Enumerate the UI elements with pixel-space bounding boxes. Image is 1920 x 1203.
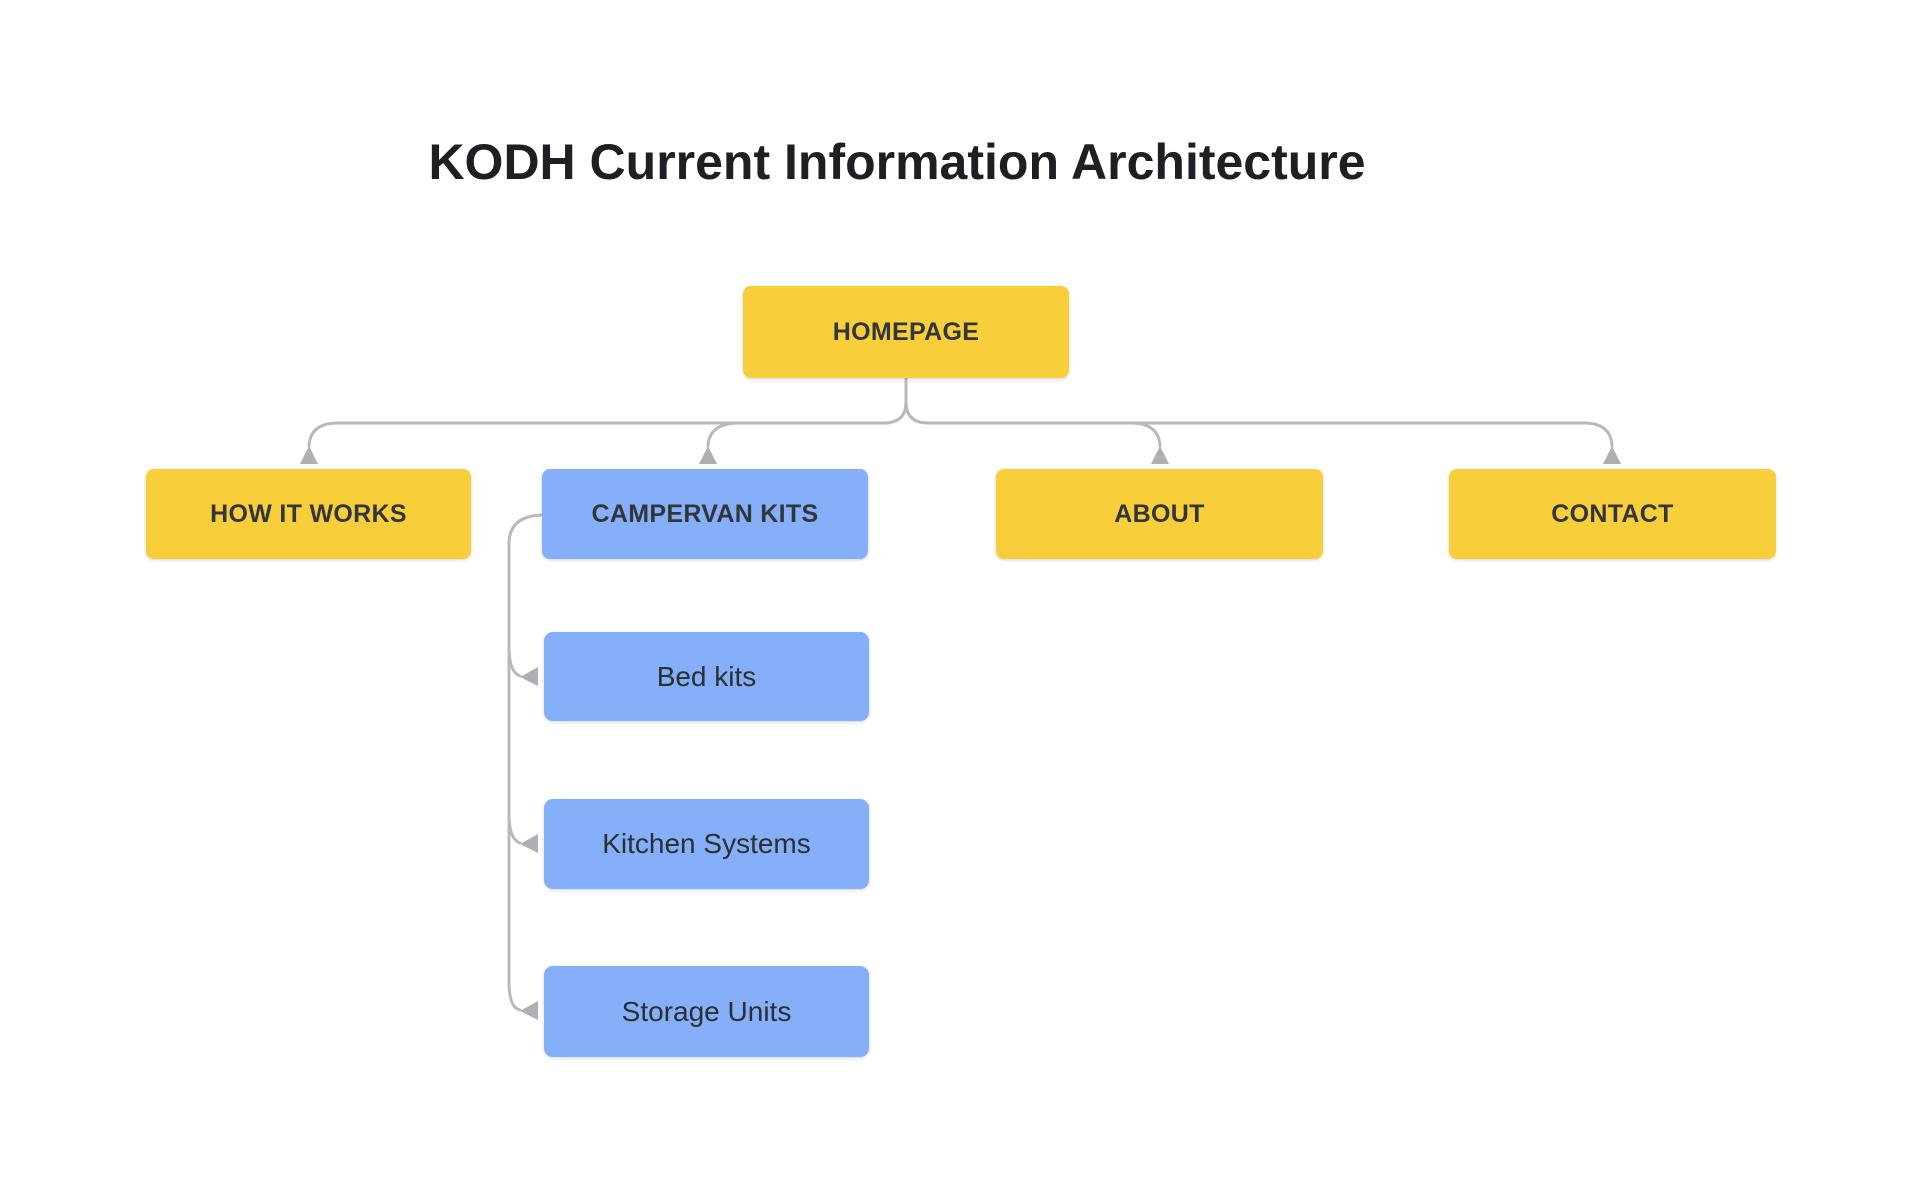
node-contact[interactable]: CONTACT [1449,469,1776,559]
connector-homepage-to-contact [904,376,1614,448]
node-bed-kits-label: Bed kits [656,660,757,692]
node-how-it-works[interactable]: HOW IT WORKS [146,469,471,559]
arrowhead-to-bed-kits [520,667,538,686]
arrowhead-to-contact [1603,446,1621,464]
node-kitchen-systems[interactable]: Kitchen Systems [544,799,869,889]
node-kitchen-systems-label: Kitchen Systems [602,828,811,859]
node-campervan-kits-label: CAMPERVAN KITS [591,499,819,528]
arrowhead-to-how-it-works [300,446,318,464]
connector-homepage-to-how-it-works [307,376,908,448]
node-contact-label: CONTACT [1551,499,1674,528]
connector-homepage-to-campervan-kits [706,421,739,448]
connector-campervan-kits-to-bed-kits [507,645,522,678]
node-about[interactable]: ABOUT [996,469,1323,559]
node-how-it-works-label: HOW IT WORKS [210,499,407,528]
arrowhead-to-kitchen-systems [520,834,538,853]
node-homepage-label: HOMEPAGE [832,317,980,346]
arrowhead-to-campervan-kits [699,446,717,464]
node-campervan-kits[interactable]: CAMPERVAN KITS [542,469,868,559]
connector-campervan-kits-to-kitchen-systems [507,812,522,845]
connector-homepage-to-about [1131,421,1162,448]
node-storage-units[interactable]: Storage Units [544,966,869,1057]
arrowhead-to-storage-units [520,1001,538,1020]
diagram-title: KODH Current Information Architecture [428,134,1366,190]
node-storage-units-label: Storage Units [621,995,792,1027]
connector-campervan-kits-rail [507,513,544,1012]
node-homepage[interactable]: HOMEPAGE [743,286,1069,378]
arrowhead-to-about [1151,446,1169,464]
node-bed-kits[interactable]: Bed kits [544,632,869,721]
node-about-label: ABOUT [1114,499,1205,528]
